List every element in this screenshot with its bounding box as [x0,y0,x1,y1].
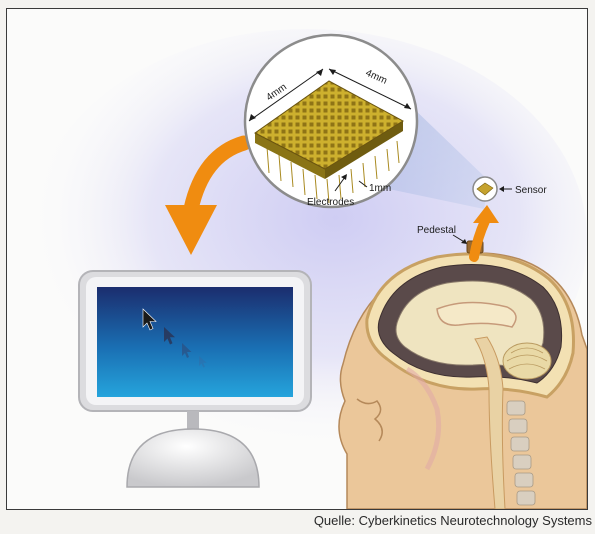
monitor-screen [97,287,293,397]
monitor [79,271,311,487]
diagram-canvas: 4mm 4mm 1mm Electrodes Sensor Pedestal [7,9,587,509]
diagram-frame: 4mm 4mm 1mm Electrodes Sensor Pedestal [6,8,588,510]
label-pedestal: Pedestal [417,225,456,236]
source-credit: Quelle: Cyberkinetics Neurotechnology Sy… [292,513,592,528]
label-electrodes: Electrodes [307,197,354,208]
electrode-magnifier [245,35,417,207]
label-spacing: 1mm [369,183,391,194]
label-sensor: Sensor [515,185,547,196]
